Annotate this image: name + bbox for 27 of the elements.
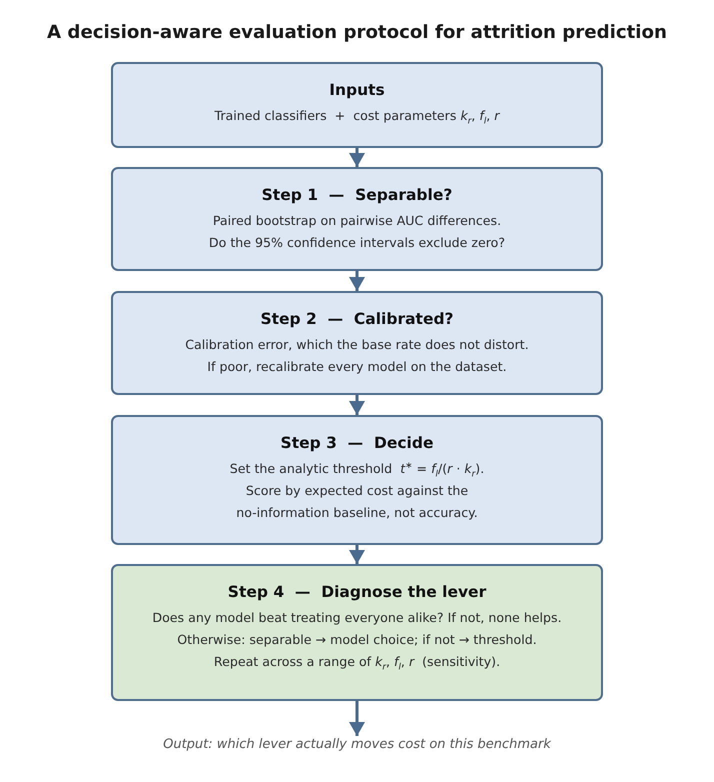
- box-text: Calibration error, which the base rate does not distort.: [185, 336, 529, 354]
- arrow: [349, 545, 365, 564]
- process-box: [111, 415, 603, 545]
- box-heading: Step 3 — Decide: [280, 433, 434, 454]
- box-heading: Step 2 — Calibrated?: [260, 309, 454, 330]
- box-heading: Inputs: [329, 80, 385, 101]
- box-heading: Step 4 — Diagnose the lever: [228, 582, 486, 603]
- box-text: Do the 95% confidence intervals exclude zero?: [208, 234, 506, 252]
- box-text: Paired bootstrap on pairwise AUC differences.: [212, 212, 502, 230]
- arrow: [349, 271, 365, 291]
- arrow: [349, 701, 365, 736]
- process-box: [111, 564, 603, 701]
- arrow: [349, 395, 365, 415]
- process-box: [111, 62, 603, 148]
- box-text: Repeat across a range of k$_{r}$, f$_{l}$, r (sensitivity).: [214, 653, 500, 673]
- box-heading: Step 1 — Separable?: [262, 185, 452, 206]
- process-box: [111, 167, 603, 271]
- box-text: Otherwise: separable → model choice; if not → threshold.: [177, 631, 537, 649]
- box-text: If poor, recalibrate every model on the dataset.: [207, 358, 507, 376]
- box-text: Score by expected cost against the no-information baseline, not accuracy.: [235, 482, 479, 522]
- diagram-title: A decision-aware evaluation protocol for attrition prediction: [46, 21, 668, 45]
- output-text: Output: which lever actually moves cost on this benchmark: [111, 736, 603, 754]
- box-text: Trained classifiers + cost parameters k$_{r}$, f$_{l}$, r: [214, 107, 500, 127]
- process-box: [111, 291, 603, 395]
- box-text: Does any model beat treating everyone alike? If not, none helps.: [152, 609, 562, 627]
- box-text: Set the analytic threshold t$^{∗}$ = f$_{l}$/(r ⋅ k$_{r}$).: [230, 460, 484, 480]
- arrow: [349, 148, 365, 167]
